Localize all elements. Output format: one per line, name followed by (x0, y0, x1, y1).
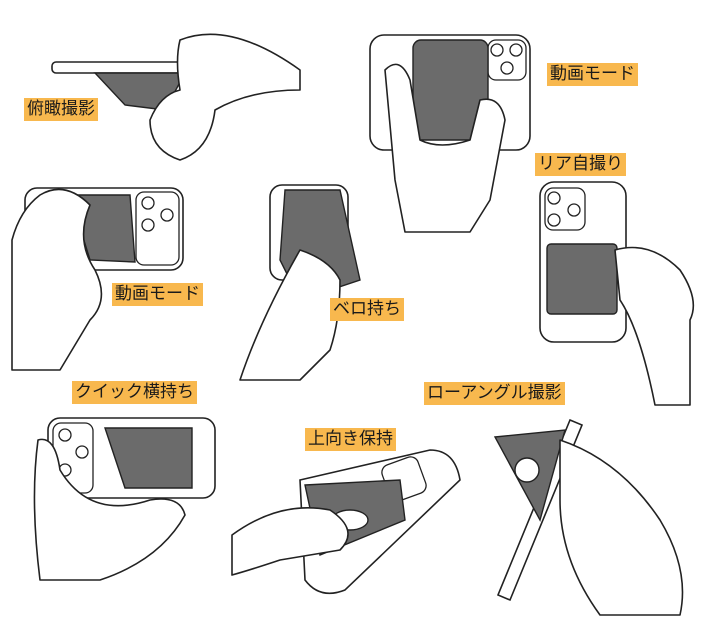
quick-landscape-scene (33, 417, 216, 581)
label-rear-selfie: リア自撮り (535, 153, 626, 176)
label-video-mode-mid: 動画モード (112, 283, 203, 306)
label-tongue-grip: ベロ持ち (330, 298, 404, 321)
rear-selfie-scene (539, 181, 695, 406)
tongue-grip-scene (239, 184, 361, 381)
video-mode-top-scene (369, 34, 531, 233)
label-video-mode-top: 動画モード (547, 63, 638, 86)
label-upward-hold: 上向き保持 (305, 428, 396, 451)
label-low-angle: ローアングル撮影 (424, 382, 565, 405)
label-overhead: 俯瞰撮影 (24, 98, 98, 121)
label-quick-landscape: クイック横持ち (72, 381, 197, 404)
low-angle-scene (493, 418, 684, 616)
overhead-scene (51, 33, 301, 161)
upward-hold-scene (231, 449, 461, 595)
video-mode-mid-scene (11, 187, 184, 371)
